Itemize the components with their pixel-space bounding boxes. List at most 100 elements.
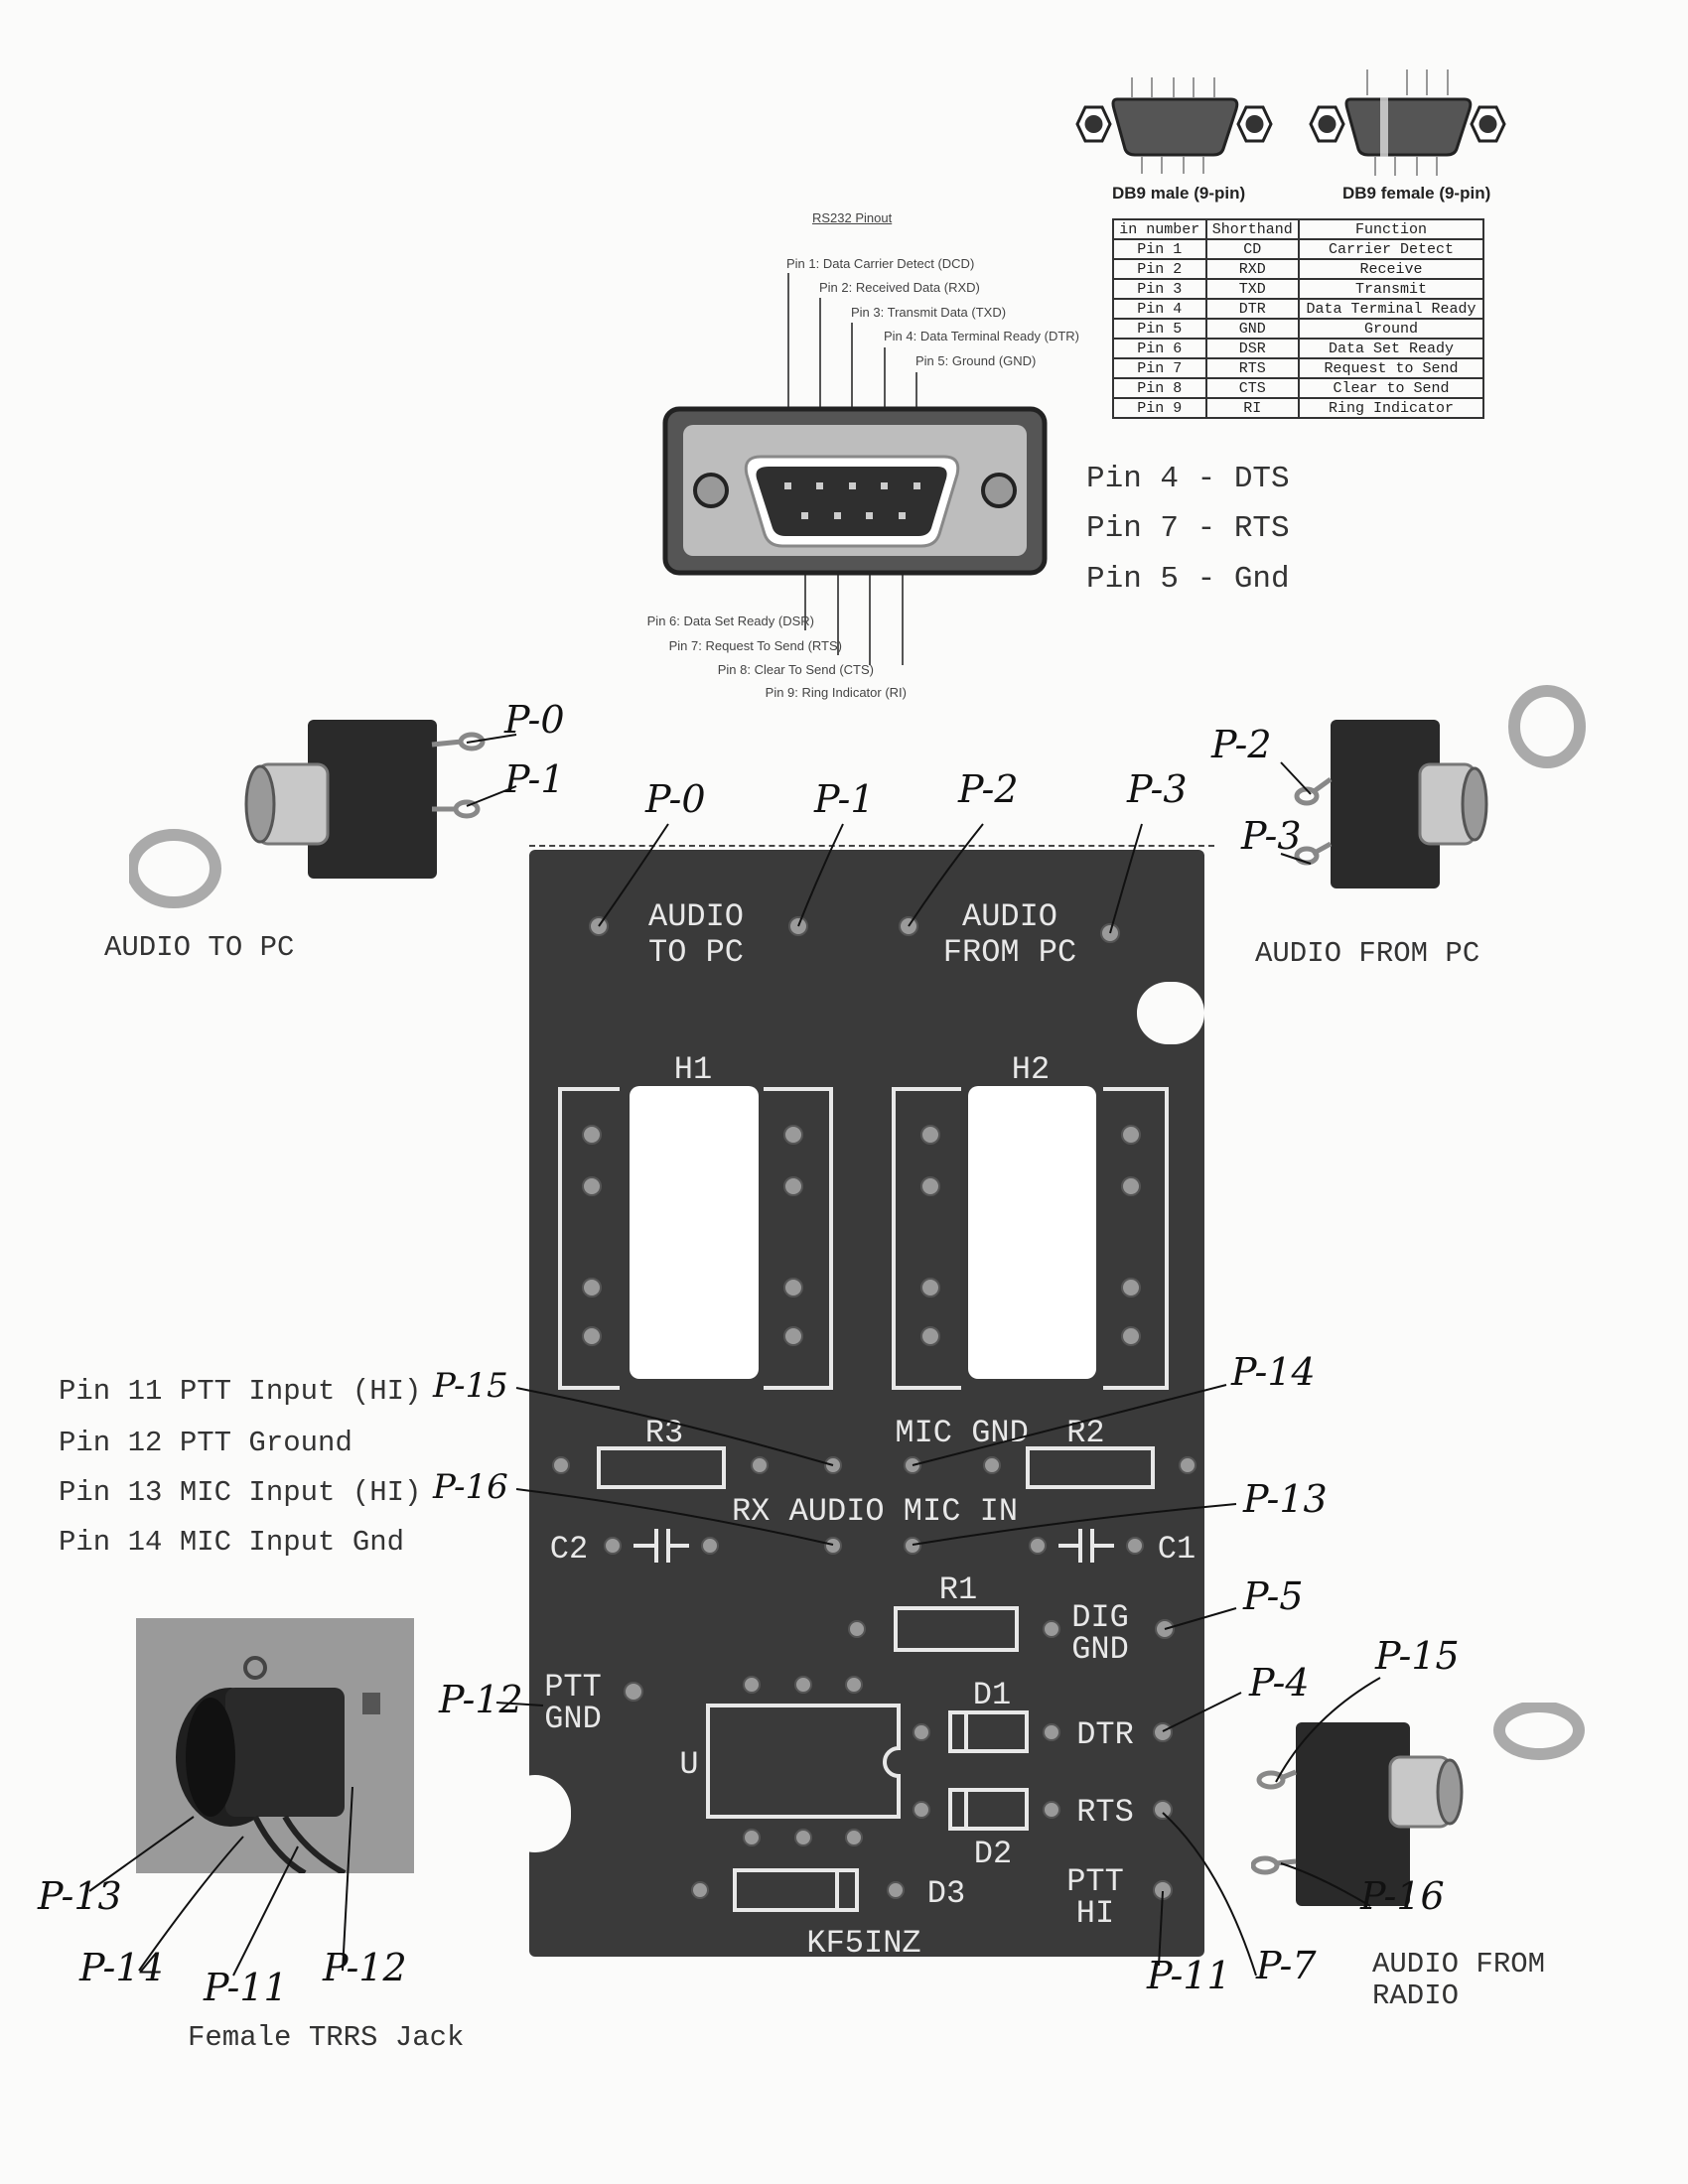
cell: RTS <box>1204 357 1300 379</box>
pcb-label-audio-to-pc: AUDIO <box>648 898 744 935</box>
handwritten-label: P-12 <box>323 1946 407 1989</box>
db9-connector-photo <box>661 268 1049 695</box>
used-pin-note: Pin 7 - RTS <box>1086 511 1290 546</box>
cell: Pin 3 <box>1112 278 1207 300</box>
cell: Clear to Send <box>1298 377 1484 399</box>
cell: Receive <box>1298 258 1484 280</box>
audio-from-radio-label: AUDIO FROM <box>1372 1948 1546 1980</box>
handwritten-label: P-3 <box>1241 814 1302 858</box>
cell: DTR <box>1204 298 1300 320</box>
trrs-jack-photo <box>136 1618 414 1876</box>
column-header: in number <box>1112 218 1207 240</box>
pcb-label-dig-gnd: GND <box>1071 1631 1129 1668</box>
pcb-label-dig-gnd: DIG <box>1071 1599 1129 1636</box>
pcb-label-r1: R1 <box>939 1571 977 1608</box>
cell: RXD <box>1204 258 1300 280</box>
pcb-label-h2: H2 <box>1012 1051 1050 1088</box>
handwritten-label: P-11 <box>1147 1954 1231 1997</box>
pcb-label-d1: D1 <box>973 1677 1011 1713</box>
handwritten-label: P-13 <box>1243 1477 1328 1521</box>
cell: CD <box>1204 238 1300 260</box>
table-header-row: in number Shorthand Function <box>1112 218 1484 240</box>
handwritten-label: P-14 <box>1231 1350 1316 1394</box>
handwritten-label: P-0 <box>645 777 706 821</box>
used-pin-note: Pin 4 - DTS <box>1086 462 1290 496</box>
pcb-label-r3: R3 <box>645 1415 683 1451</box>
db9-male-label: DB9 male (9-pin) <box>1112 184 1246 203</box>
cell: Request to Send <box>1298 357 1484 379</box>
handwritten-label: P-2 <box>958 767 1019 811</box>
cell: Pin 9 <box>1112 397 1207 419</box>
pcb-label-dtr: DTR <box>1076 1716 1134 1753</box>
cell: Pin 5 <box>1112 318 1207 340</box>
column-header: Shorthand <box>1204 218 1300 240</box>
handwritten-label: P-15 <box>433 1366 508 1406</box>
cell: CTS <box>1204 377 1300 399</box>
column-header: Function <box>1298 218 1484 240</box>
handwritten-label: P-12 <box>439 1678 523 1721</box>
trrs-pin-note: Pin 11 PTT Input (HI) <box>59 1375 422 1408</box>
pcb-label-u: U <box>679 1746 698 1783</box>
rs232-pin-label: Pin 4: Data Terminal Ready (DTR) <box>884 329 1079 343</box>
rs232-pin-label: Pin 3: Transmit Data (TXD) <box>851 305 1007 320</box>
cell: Pin 7 <box>1112 357 1207 379</box>
pcb-label-rx-audio-mic-in: RX AUDIO MIC IN <box>732 1493 1018 1530</box>
cell: RI <box>1204 397 1300 419</box>
rs232-pin-label: Pin 8: Clear To Send (CTS) <box>717 662 874 677</box>
handwritten-label: P-15 <box>1375 1634 1460 1678</box>
handwritten-label: P-4 <box>1249 1661 1310 1705</box>
pcb-label-ptt-hi: PTT <box>1066 1863 1124 1900</box>
db9-female-label: DB9 female (9-pin) <box>1342 184 1491 203</box>
pcb-label-ptt-hi: HI <box>1076 1895 1114 1932</box>
pcb-label-audio-to-pc: TO PC <box>648 934 744 971</box>
used-pin-note: Pin 5 - Gnd <box>1086 562 1290 597</box>
pcb-label-ptt-gnd: PTT <box>544 1669 602 1706</box>
rs232-pin-label: Pin 5: Ground (GND) <box>915 353 1037 368</box>
pcb-label-audio-from-pc: AUDIO <box>962 898 1057 935</box>
cell: Pin 4 <box>1112 298 1207 320</box>
cell: Data Terminal Ready <box>1298 298 1484 320</box>
cell: TXD <box>1204 278 1300 300</box>
cell: Pin 8 <box>1112 377 1207 399</box>
audio-from-pc-jack-photo <box>1291 685 1589 903</box>
handwritten-label: P-13 <box>38 1874 122 1918</box>
trrs-pin-note: Pin 13 MIC Input (HI) <box>59 1476 422 1509</box>
db9-female-diagram <box>1306 62 1509 179</box>
cell: Ring Indicator <box>1298 397 1484 419</box>
pcb-label-audio-from-pc: FROM PC <box>943 934 1076 971</box>
rs232-pin-label: Pin 1: Data Carrier Detect (DCD) <box>786 256 975 271</box>
pcb-top-edge-line <box>529 845 1214 847</box>
pcb-board: AUDIO TO PC AUDIO FROM PC H1 H2 R3 MIC G… <box>499 850 1204 1962</box>
pcb-label-ptt-gnd: GND <box>544 1701 602 1737</box>
db9-male-diagram <box>1072 69 1276 179</box>
pcb-label-rts: RTS <box>1076 1794 1134 1831</box>
pcb-label-c2: C2 <box>550 1531 588 1568</box>
cell: Carrier Detect <box>1298 238 1484 260</box>
handwritten-label: P-7 <box>1256 1944 1317 1987</box>
pcb-label-c1: C1 <box>1158 1531 1196 1568</box>
pcb-label-d2: D2 <box>974 1836 1012 1872</box>
pcb-callsign: KF5INZ <box>806 1925 920 1957</box>
audio-to-pc-jack-photo <box>126 710 496 908</box>
handwritten-label: P-1 <box>814 777 875 821</box>
cell: Ground <box>1298 318 1484 340</box>
handwritten-label: P-16 <box>433 1467 508 1507</box>
handwritten-label: P-3 <box>1127 767 1188 811</box>
pcb-label-mic-gnd-r2: MIC GND R2 <box>895 1415 1104 1451</box>
audio-from-pc-label: AUDIO FROM PC <box>1255 937 1480 970</box>
trrs-pin-note: Pin 14 MIC Input Gnd <box>59 1526 405 1559</box>
handwritten-label: P-1 <box>504 757 565 801</box>
handwritten-label: P-0 <box>504 698 565 742</box>
cell: Pin 1 <box>1112 238 1207 260</box>
handwritten-label: P-11 <box>204 1966 288 2009</box>
cell: Pin 2 <box>1112 258 1207 280</box>
